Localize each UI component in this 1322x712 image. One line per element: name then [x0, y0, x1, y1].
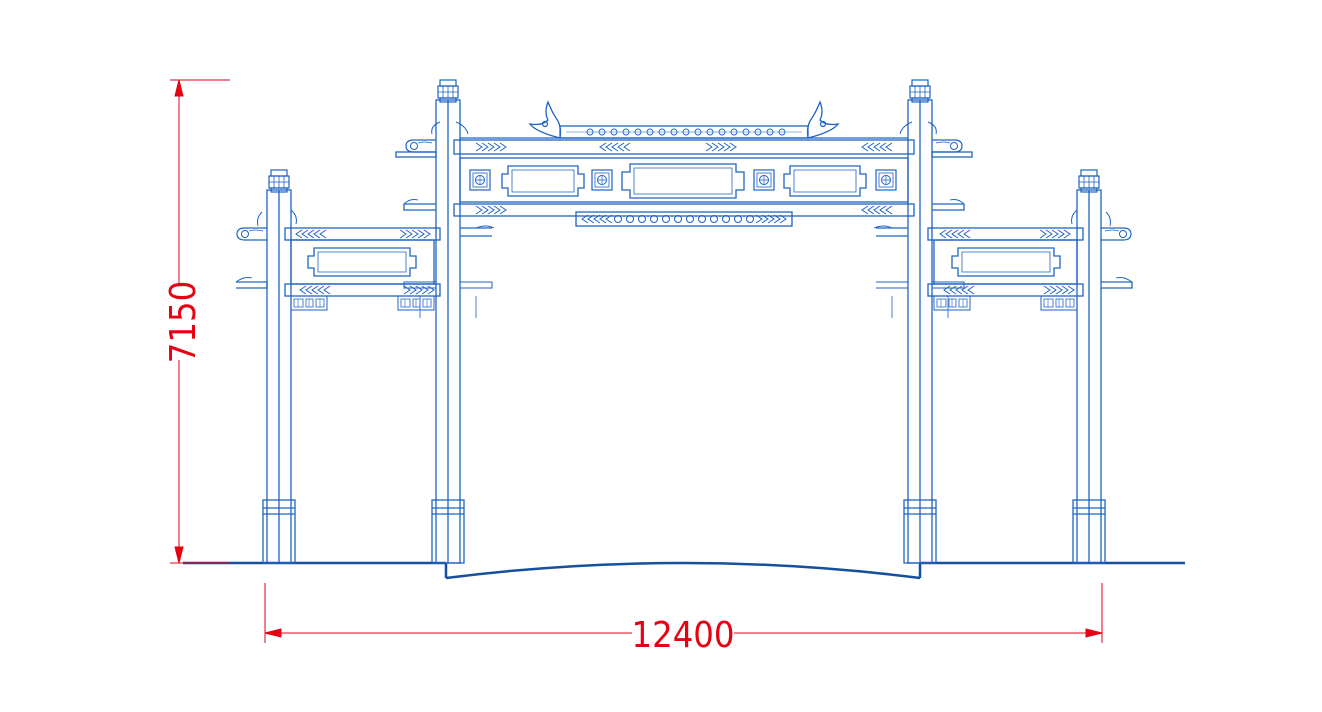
right-bay-lattice — [933, 295, 1078, 311]
width-dimension — [264, 583, 1103, 643]
height-dimension-label: 7150 — [163, 281, 204, 363]
main-post-right-brackets — [873, 121, 973, 237]
right-bay-signboard — [933, 239, 1078, 285]
central-bead-plaque — [575, 211, 793, 227]
left-bay-lattice — [290, 295, 435, 311]
central-top-beam — [453, 139, 915, 155]
main-post-right — [903, 79, 937, 564]
main-post-left-brackets — [395, 121, 495, 237]
ridge-ornament-left — [528, 100, 562, 139]
ground-line — [183, 561, 1185, 580]
central-frieze-panel — [459, 157, 909, 203]
width-dimension-label: 12400 — [631, 615, 734, 656]
inner-bay-brackets — [403, 281, 965, 318]
right-bay-upper-beam — [927, 227, 1084, 241]
left-bay-signboard — [290, 239, 435, 285]
side-post-right — [1072, 169, 1106, 564]
left-bay-upper-beam — [284, 227, 441, 241]
right-bay-lower-beam — [927, 283, 1084, 297]
main-post-left — [431, 79, 465, 564]
central-lower-beam — [453, 203, 915, 217]
height-dimension — [170, 79, 230, 564]
dimension-annotations — [170, 79, 1103, 643]
archway-structure — [183, 79, 1185, 580]
side-post-right-brackets — [1071, 209, 1133, 289]
side-post-left — [262, 169, 296, 564]
side-post-left-brackets — [235, 209, 297, 289]
central-roof-ridge — [460, 100, 908, 139]
ridge-ornament-right — [806, 100, 840, 139]
left-bay-lower-beam — [284, 283, 441, 297]
